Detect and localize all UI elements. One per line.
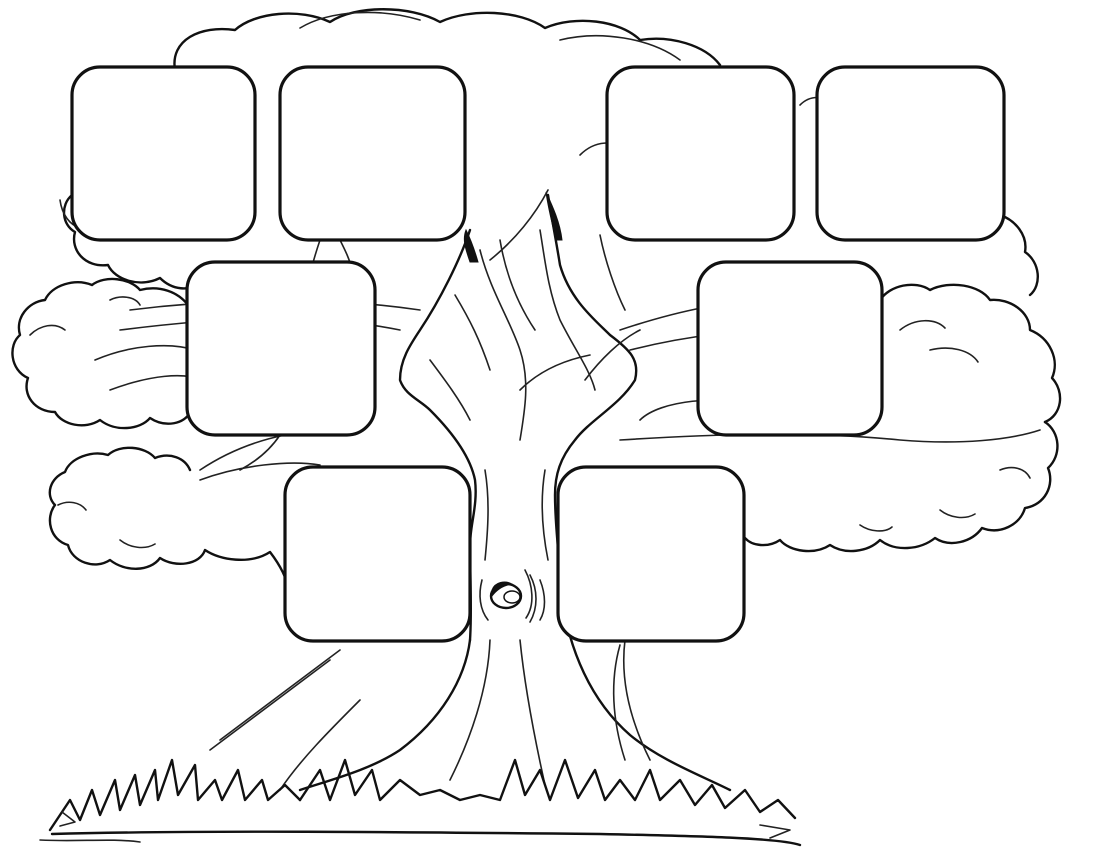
- name-box-great-grandparent-4[interactable]: [815, 65, 1006, 242]
- name-box-parent-1[interactable]: [283, 465, 472, 643]
- name-box-grandparent-1[interactable]: [185, 260, 377, 437]
- name-boxes: [70, 65, 1006, 643]
- name-box-great-grandparent-2[interactable]: [278, 65, 467, 242]
- name-box-great-grandparent-3[interactable]: [605, 65, 796, 242]
- grass: [39, 758, 802, 847]
- name-box-great-grandparent-1[interactable]: [70, 65, 257, 242]
- name-box-grandparent-2[interactable]: [696, 260, 884, 437]
- name-box-parent-2[interactable]: [556, 465, 746, 643]
